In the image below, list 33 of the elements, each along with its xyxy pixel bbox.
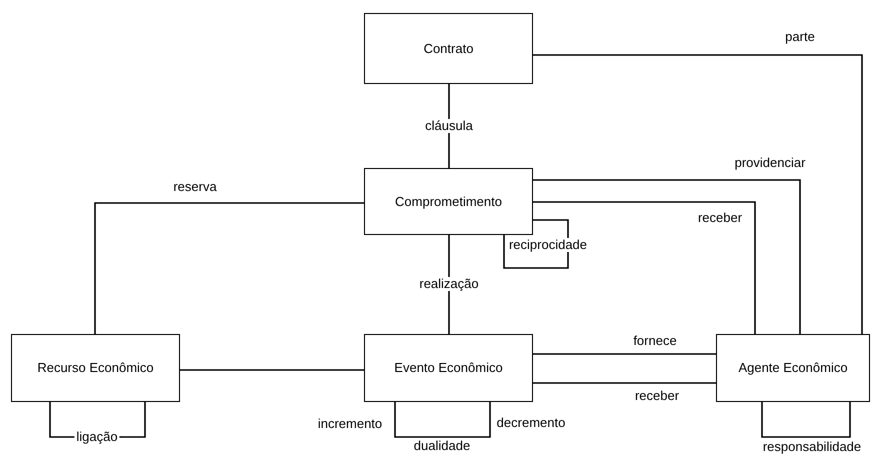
edge-label: providenciar (732, 156, 808, 170)
edge-label: realização (417, 277, 481, 291)
edge-label: responsabilidade (760, 440, 864, 454)
entity-name: Recurso Econômico (37, 359, 154, 378)
edge-label: cláusula (423, 119, 475, 133)
connector-line (533, 382, 716, 384)
entity-box (364, 13, 533, 84)
entity-box (364, 168, 533, 235)
entity-box (11, 334, 180, 402)
connector-line (533, 179, 801, 334)
edge-label: dualidade (412, 439, 472, 453)
connector-line (761, 402, 851, 438)
entity-name: Agente Econômico (738, 359, 848, 378)
entity-name: Evento Econômico (394, 359, 503, 378)
edge-label: parte (783, 30, 817, 44)
connector-line (180, 369, 364, 371)
entity-box (364, 334, 533, 402)
entity-box (716, 334, 870, 402)
entity-name: Comprometimento (395, 192, 502, 211)
connector-line (533, 54, 863, 334)
connector-line (533, 353, 716, 355)
connector-line (94, 202, 364, 334)
edge-label: fornece (631, 334, 679, 348)
entity-name: Contrato (424, 40, 474, 58)
connector-line (394, 402, 491, 438)
edge-label: receber (696, 211, 744, 225)
connector-line (503, 219, 569, 269)
edge-label: reciprocidade (506, 238, 590, 252)
role-label: incremento (318, 417, 382, 431)
connector-line (533, 201, 756, 334)
role-label: decremento (496, 416, 566, 430)
edge-label: receber (632, 389, 682, 403)
edge-label: ligação (74, 430, 120, 444)
